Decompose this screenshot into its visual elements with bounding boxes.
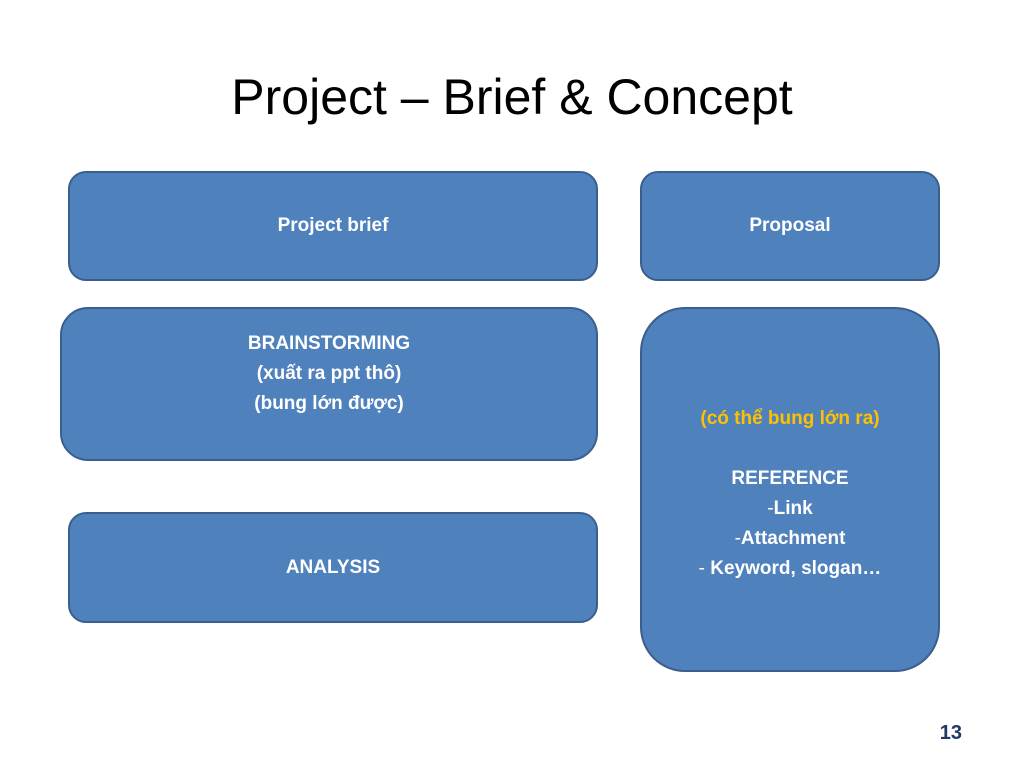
reference-item-attachment-text: Attachment — [740, 527, 846, 549]
brainstorming-note-expand: (bung lớn được) — [254, 393, 404, 414]
reference-item-link-text: Link — [773, 497, 813, 519]
proposal-label: Proposal — [749, 215, 831, 236]
page-number: 13 — [939, 722, 962, 744]
analysis-label: ANALYSIS — [285, 556, 381, 578]
reference-item-keyword-text: Keyword, slogan… — [710, 557, 882, 579]
reference-item-attachment: -Attachment — [735, 524, 846, 554]
brainstorming-note-ppt: (xuất ra ppt thô) — [256, 363, 402, 384]
reference-item-attachment-dash: - — [734, 527, 741, 549]
reference-box: (có thể bung lớn ra) REFERENCE -Link -At… — [640, 307, 940, 672]
reference-item-keyword-dash: - — [698, 557, 711, 579]
brainstorming-box: BRAINSTORMING (xuất ra ppt thô) (bung lớ… — [60, 307, 598, 461]
project-brief-label: Project brief — [277, 215, 389, 236]
reference-item-keyword: - Keyword, slogan… — [699, 554, 882, 584]
brainstorming-title: BRAINSTORMING — [247, 333, 411, 354]
reference-item-link: -Link — [767, 494, 812, 524]
reference-heading: REFERENCE — [731, 467, 849, 489]
slide-title: Project – Brief & Concept — [231, 69, 793, 125]
reference-expand-note: (có thể bung lớn ra) — [700, 407, 880, 429]
analysis-box: ANALYSIS — [68, 512, 598, 623]
proposal-box: Proposal — [640, 171, 940, 281]
reference-item-link-dash: - — [767, 497, 774, 519]
project-brief-box: Project brief — [68, 171, 598, 281]
